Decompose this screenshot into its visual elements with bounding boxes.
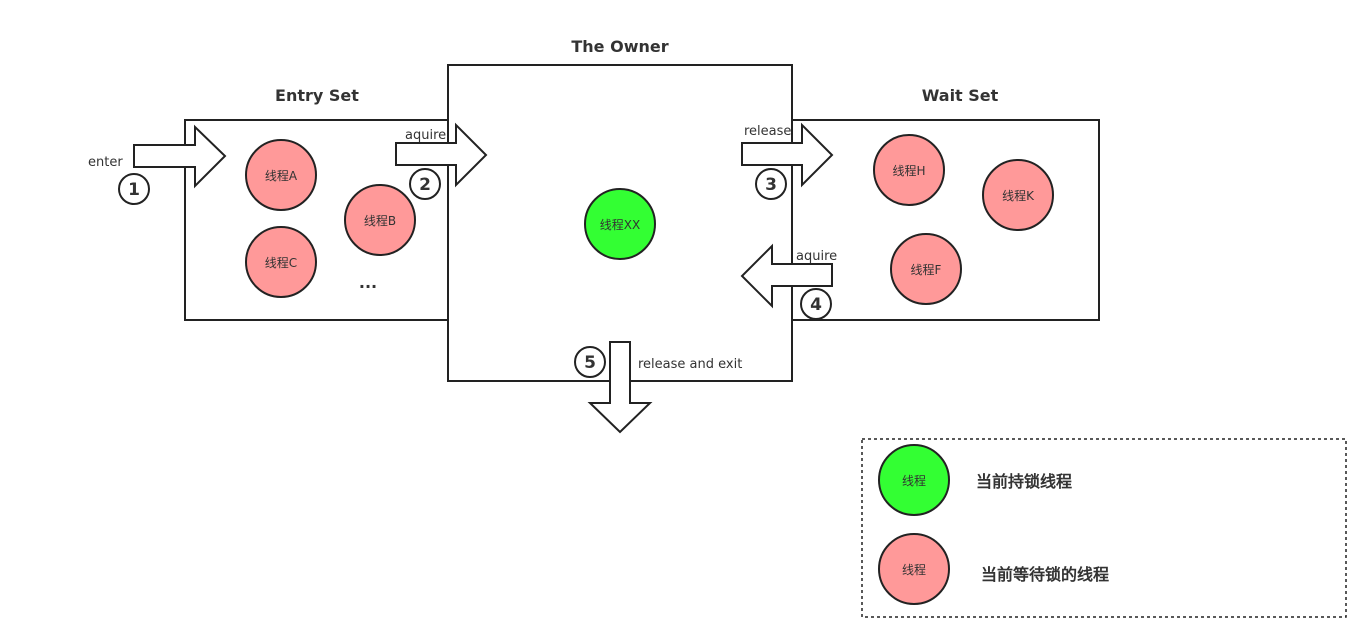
thread-a-label: 线程A <box>265 168 298 183</box>
step-5-number: 5 <box>584 353 596 373</box>
step-2-badge <box>409 168 441 200</box>
thread-h-node <box>873 134 945 206</box>
step-3-badge <box>755 168 787 200</box>
step-5-badge <box>574 346 606 378</box>
step-1-badge <box>118 173 150 205</box>
legend-owner-text: 当前持锁线程 <box>976 472 1072 491</box>
legend-waiting-node <box>878 533 950 605</box>
exit-label: release and exit <box>638 357 742 372</box>
thread-a-node <box>245 139 317 211</box>
acquire-label: aquire <box>405 128 446 143</box>
legend-waiting-text: 当前等待锁的线程 <box>981 565 1109 584</box>
enter-label: enter <box>88 155 123 170</box>
step-3-number: 3 <box>765 175 777 195</box>
legend-owner-node <box>878 444 950 516</box>
wait-set-title: Wait Set <box>922 86 999 105</box>
acquire-arrow <box>395 122 488 188</box>
release-label: release <box>744 124 791 139</box>
thread-c-node <box>245 226 317 298</box>
thread-xx-node <box>584 188 656 260</box>
thread-xx-label: 线程XX <box>600 217 640 232</box>
legend-owner-node-label: 线程 <box>902 473 926 488</box>
thread-h-label: 线程H <box>892 163 925 178</box>
thread-c-label: 线程C <box>265 255 297 270</box>
thread-k-label: 线程K <box>1002 188 1035 203</box>
thread-f-node <box>890 233 962 305</box>
thread-k-node <box>982 159 1054 231</box>
step-2-number: 2 <box>419 175 431 195</box>
thread-f-label: 线程F <box>911 262 942 277</box>
entry-ellipsis: ... <box>359 273 377 292</box>
reacquire-arrow <box>740 243 833 309</box>
entry-set-title: Entry Set <box>275 86 359 105</box>
exit-arrow <box>587 341 653 434</box>
thread-b-label: 线程B <box>364 213 396 228</box>
step-1-number: 1 <box>128 180 140 200</box>
thread-b-node <box>344 184 416 256</box>
legend-waiting-node-label: 线程 <box>902 562 926 577</box>
enter-arrow <box>133 124 227 189</box>
reacquire-label: aquire <box>796 249 837 264</box>
owner-title: The Owner <box>571 37 668 56</box>
release-arrow <box>741 122 834 188</box>
step-4-number: 4 <box>810 295 822 315</box>
step-4-badge <box>800 288 832 320</box>
